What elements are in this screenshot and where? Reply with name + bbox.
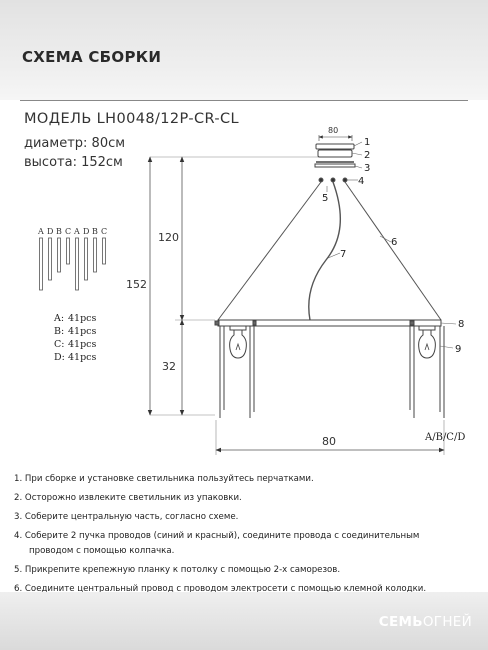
callout-3: 3 [364,163,370,174]
header-divider [20,100,468,101]
chandelier-frame [214,319,445,418]
dim-lower-label: 32 [162,360,176,373]
instruction-item: 3. Соберите центральную часть, согласно … [14,512,239,522]
dim-upper-label: 120 [158,231,179,244]
crystal-legend: A D B C A D B C A: 41pcs B: 41pcs C: 41p… [37,227,107,363]
crystal-rod [102,237,106,265]
dim-bottom-label: 80 [322,435,336,448]
crystal-rod [66,237,70,265]
legend-letter: D [47,227,53,236]
instruction-item: 6. Соедините центральный провод с провод… [14,584,427,594]
brand-logo: СЕМЬОГНЕЙ [379,614,472,630]
callout-2: 2 [364,150,370,161]
suspension [217,177,442,321]
bottom-dimension [215,420,445,455]
instruction-item: 2. Осторожно извлеките светильник из упа… [14,493,242,503]
vertical-dimensions [147,156,320,416]
header-band [0,0,488,100]
ceiling-canopy [314,135,356,168]
count-qty: 41pcs [68,339,96,350]
callout-9: 9 [455,344,461,355]
legend-letter: A [37,227,44,236]
legend-letter: A [73,227,80,236]
count-letter: C: [54,339,64,350]
crystal-rod [75,237,79,291]
dim-total-label: 152 [126,278,147,291]
legend-letter: B [92,227,98,236]
crystal-tag: A/B/C/D [424,432,465,443]
legend-letter: D [83,227,89,236]
count-letter: B: [54,326,64,337]
crystal-rod [57,237,61,273]
diameter-label: диаметр: 80см [24,136,126,151]
crystal-rod [84,237,88,281]
count-letter: A: [53,313,64,324]
callout-8: 8 [458,319,464,330]
callout-5: 5 [322,193,328,204]
crystal-rod [93,237,97,273]
brand-light: ОГНЕЙ [422,614,472,630]
model-label: МОДЕЛЬ LH0048/12P-CR-CL [24,111,239,127]
assembly-drawing: A D B C A D B C A: 41pcs B: 41pcs C: 41p… [37,126,465,455]
instruction-item: 1. При сборке и установке светильника по… [14,474,314,484]
instructions-list: 1. При сборке и установке светильника по… [14,470,480,599]
count-qty: 41pcs [68,326,96,337]
footer-band [0,592,488,650]
instruction-item: 4. Соберите 2 пучка проводов (синий и кр… [14,531,420,541]
callout-7: 7 [340,249,346,260]
crystal-rod [48,237,52,281]
legend-letter: B [56,227,62,236]
brand-bold: СЕМЬ [378,614,423,630]
dim-top-label: 80 [328,126,338,135]
count-qty: 41pcs [68,313,96,324]
legend-letter: C [101,227,107,236]
instruction-item: 5. Прикрепите крепежную планку к потолку… [14,565,341,575]
height-label: высота: 152см [24,155,123,170]
instruction-item-continued: проводом с помощью колпачка. [29,546,175,556]
callout-4: 4 [358,176,364,187]
count-qty: 41pcs [68,352,96,363]
count-letter: D: [54,352,65,363]
callout-6: 6 [391,237,397,248]
legend-letter: C [65,227,71,236]
page-title: СХЕМА СБОРКИ [22,48,162,66]
crystal-rod [39,237,43,291]
callout-1: 1 [364,137,370,148]
callout-leaders [326,141,457,349]
